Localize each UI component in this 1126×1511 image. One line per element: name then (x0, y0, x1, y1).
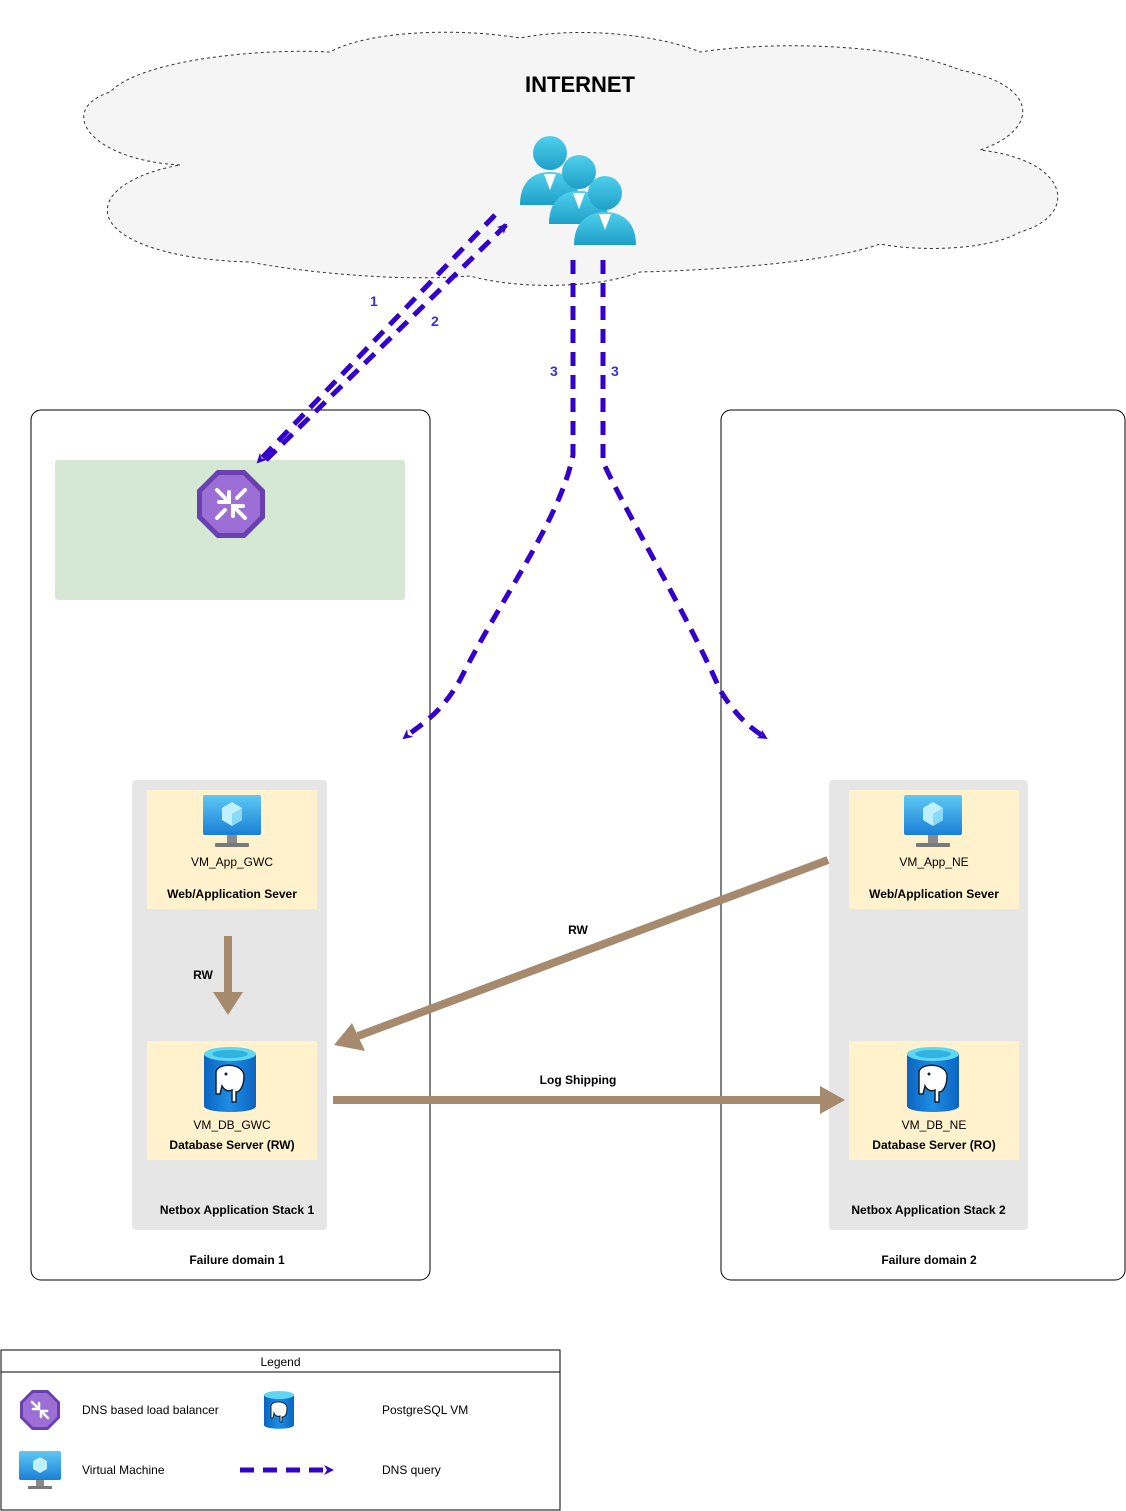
internet-title: INTERNET (525, 72, 635, 97)
rw-arrow-cross (334, 856, 830, 1051)
legend-box (0, 1349, 561, 1511)
virtual-machine-icon (203, 795, 261, 847)
dns-step-3a-label: 3 (550, 363, 558, 379)
db-vm-1-name: VM_DB_GWC (193, 1118, 271, 1132)
app-vm-2-name: VM_App_NE (899, 855, 969, 869)
dns-query-arrow-3a (402, 260, 576, 740)
app-vm-2-role: Web/Application Sever (869, 887, 999, 901)
dns-query-arrow-2 (264, 223, 508, 462)
rw-arrow-local (213, 936, 243, 1015)
load-balancer-icon (197, 470, 265, 538)
app-vm-1-name: VM_App_GWC (190, 855, 274, 869)
failure-domain-2-label: Failure domain 2 (881, 1253, 977, 1267)
legend-postgresql-label: PostgreSQL VM (382, 1403, 469, 1417)
postgresql-icon (907, 1047, 959, 1112)
dns-step-2-label: 2 (431, 313, 439, 329)
legend-virtual-machine-label: Virtual Machine (82, 1463, 165, 1477)
app-vm-1-role: Web/Application Sever (167, 887, 297, 901)
users-icon (520, 136, 636, 245)
dns-query-arrow-3b (600, 260, 768, 741)
legend-postgresql-icon (264, 1391, 294, 1429)
stack-2-label: Netbox Application Stack 2 (851, 1203, 1006, 1217)
log-shipping-arrow (333, 1086, 845, 1114)
dns-query-arrow-1 (256, 213, 497, 464)
legend-title: Legend (260, 1355, 301, 1369)
rw-cross-label: RW (568, 923, 588, 937)
db-vm-2-name: VM_DB_NE (901, 1118, 967, 1132)
postgresql-icon (204, 1047, 256, 1112)
log-shipping-label: Log Shipping (539, 1073, 617, 1087)
rw-local-label: RW (193, 968, 213, 982)
legend-virtual-machine-icon (19, 1451, 61, 1489)
dns-step-1-label: 1 (370, 293, 378, 309)
db-vm-1-role: Database Server (RW) (169, 1138, 295, 1152)
dns-step-3b-label: 3 (611, 363, 619, 379)
legend-load-balancer-label: DNS based load balancer (82, 1403, 219, 1417)
legend-load-balancer-icon (20, 1390, 60, 1430)
stack-1-label: Netbox Application Stack 1 (159, 1203, 315, 1217)
failure-domain-1-label: Failure domain 1 (189, 1253, 285, 1267)
legend-dns-query-label: DNS query (382, 1463, 441, 1477)
db-vm-2-role: Database Server (RO) (872, 1138, 996, 1152)
virtual-machine-icon (904, 795, 962, 847)
